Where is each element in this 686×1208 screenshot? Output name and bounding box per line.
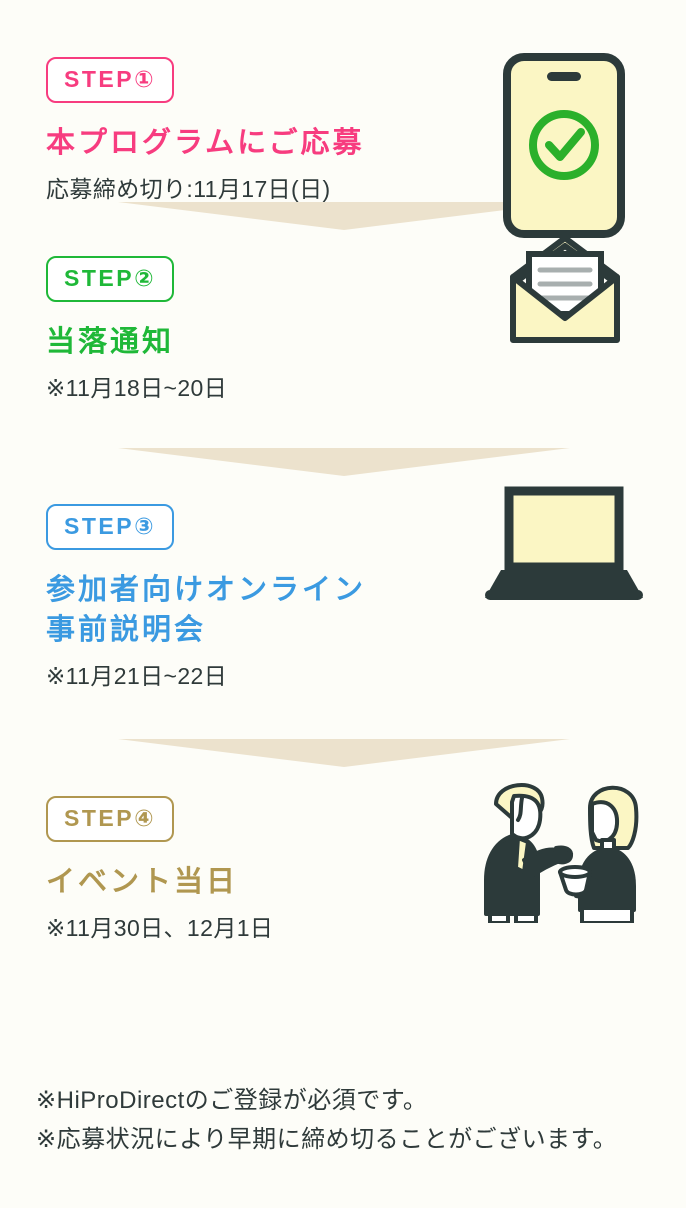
step-2-title: 当落通知 (46, 326, 175, 358)
step-4-title: イベント当日 (46, 866, 239, 898)
open-envelope-icon (503, 232, 627, 352)
step-2-note: ※11月18日~20日 (46, 375, 228, 402)
step-item-4: STEP④ イベント当日 ※11月30日、12月1日 (0, 783, 686, 983)
arrow-separator-1 (0, 200, 686, 246)
step-item-1: STEP① 本プログラムにご応募 応募締め切り:11月17日(日) (0, 0, 686, 238)
footer-notes: ※HiProDirectのご登録が必須です。 ※応募状況により早期に締め切ること… (36, 1082, 676, 1160)
step-item-2: STEP② 当落通知 ※11月18日~20日 (0, 235, 686, 446)
laptop-icon (485, 482, 643, 610)
step-1-badge: STEP① (46, 57, 175, 103)
step-1-note: 応募締め切り:11月17日(日) (46, 176, 331, 203)
smartphone-check-icon (503, 53, 625, 238)
step-item-3: STEP③ 参加者向けオンライン 事前説明会 ※11月21日~22日 (0, 486, 686, 737)
footer-note-1: ※HiProDirectのご登録が必須です。 (36, 1087, 428, 1114)
step-3-badge: STEP③ (46, 504, 175, 550)
step-3-note: ※11月21日~22日 (46, 663, 228, 690)
step-4-note: ※11月30日、12月1日 (46, 915, 274, 942)
step-3-title: 参加者向けオンライン 事前説明会 (46, 574, 367, 647)
two-people-networking-icon (478, 768, 646, 925)
step-3-text-group: STEP③ 参加者向けオンライン 事前説明会 ※11月21日~22日 (46, 504, 686, 692)
step-1-text-group: STEP① 本プログラムにご応募 応募締め切り:11月17日(日) (46, 57, 686, 205)
footer-note-2: ※応募状況により早期に締め切ることがございます。 (36, 1125, 618, 1153)
step-4-badge: STEP④ (46, 796, 175, 842)
step-1-title: 本プログラムにご応募 (46, 127, 365, 159)
step-2-badge: STEP② (46, 256, 175, 302)
step-2-text-group: STEP② 当落通知 ※11月18日~20日 (46, 256, 686, 404)
arrow-separator-3 (0, 737, 686, 783)
step-4-text-group: STEP④ イベント当日 ※11月30日、12月1日 (46, 796, 686, 944)
arrow-separator-2 (0, 446, 686, 492)
